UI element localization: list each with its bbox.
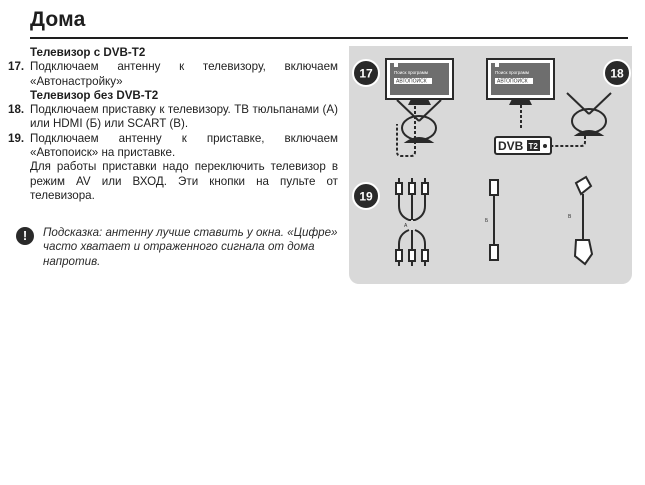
step-19-number: 19. [8,131,25,145]
illustration-svg: 17 Поиск программ АВТОПОИСК 18 [352,58,631,266]
tv-right-screen-title: Поиск программ [495,70,529,75]
dvb-t2-suffix: T2 [529,142,539,151]
tv-right-screen-button: АВТОПОИСК [497,79,528,85]
antenna-right [552,92,612,147]
step-18-number: 18. [8,103,25,117]
title-divider [30,37,628,39]
heading-without-dvb: Телевизор без DVB-T2 [30,88,159,102]
badge-19-label: 19 [359,190,373,204]
heading-with-dvb: Телевизор с DVB-T2 [30,46,146,59]
tv-right: Поиск программ АВТОПОИСК [486,58,555,105]
badge-18-label: 18 [610,67,624,81]
antenna-left [396,99,442,157]
scart-cable [573,175,594,266]
tv-left-screen-title: Поиск программ [394,70,428,75]
label-a: А [404,223,408,229]
hdmi-cable [489,179,499,261]
hint-text: Подсказка: антенну лучше ставить у окна.… [43,226,338,268]
step-17-number: 17. [8,60,25,74]
dvb-t2-box: DVB T2 [494,136,552,155]
label-b: Б [485,218,489,224]
step-17: 17. Подключаем антенну к телевизору, вкл… [8,60,338,89]
label-v: В [568,214,572,220]
badge-17-label: 17 [359,67,373,81]
step-18-text: Подключаем приставку к телевизору. ТВ тю… [30,103,338,131]
step-19: 19. Подключаем антенну к приставке, вклю… [8,132,338,161]
exclamation-icon: ! [16,227,34,245]
step-18: 18. Подключаем приставку к телевизору. Т… [8,103,338,132]
badge-19: 19 [352,182,380,210]
step-19-extra-text: Для работы приставки надо переключить те… [30,160,338,202]
step-19-text: Подключаем антенну к приставке, включаем… [30,131,338,160]
step-17-text: Подключаем антенну к телевизору, включае… [30,60,338,88]
hint-box: ! Подсказка: антенну лучше ставить у окн… [8,226,338,269]
badge-18: 18 [603,59,631,87]
dvb-logo: DVB [498,139,524,153]
tv-left: Поиск программ АВТОПОИСК [385,58,454,105]
rca-cable [395,178,429,266]
page-title: Дома [30,8,86,31]
tv-left-screen-button: АВТОПОИСК [396,79,427,85]
badge-17: 17 [352,59,380,87]
connection-illustration: 17 Поиск программ АВТОПОИСК 18 [349,46,632,284]
instructions-column: Телевизор с DVB-T2 17. Подключаем антенн… [8,46,338,203]
